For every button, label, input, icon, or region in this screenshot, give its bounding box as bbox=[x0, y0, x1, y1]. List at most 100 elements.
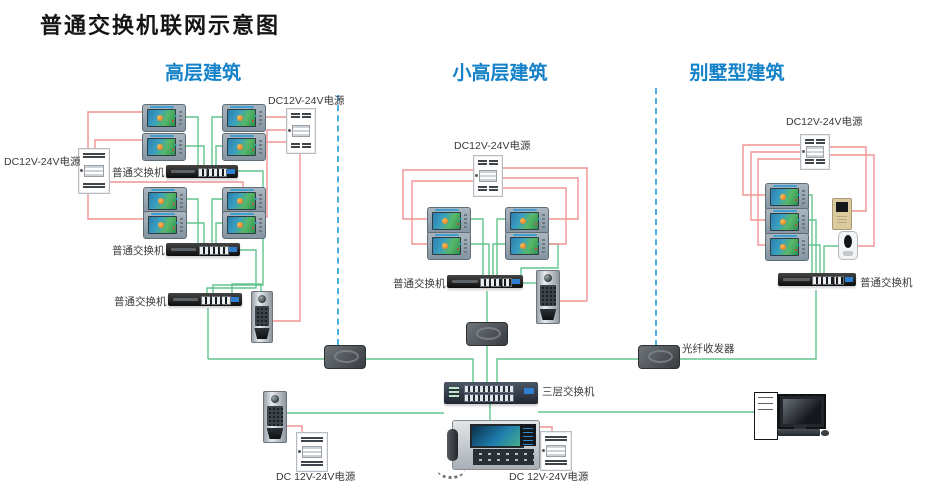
power-supply bbox=[800, 134, 830, 170]
power-wire bbox=[271, 152, 301, 322]
indoor-monitor bbox=[222, 104, 266, 132]
psu-terminal bbox=[808, 139, 825, 145]
switch-faceplate bbox=[171, 170, 196, 173]
monitor-screen bbox=[147, 109, 176, 127]
door-keypad bbox=[540, 285, 556, 306]
ethernet-switch bbox=[168, 293, 242, 306]
indoor-monitor bbox=[143, 187, 187, 215]
keyboard bbox=[778, 429, 820, 436]
fiber-transceiver bbox=[638, 345, 680, 369]
power-supply bbox=[296, 432, 328, 472]
monitor-screen bbox=[510, 212, 539, 230]
network-wire bbox=[496, 218, 505, 276]
fiber-transceiver bbox=[466, 322, 508, 346]
camera-lens bbox=[544, 274, 552, 282]
brand-tag bbox=[229, 247, 237, 252]
ethernet-switch bbox=[778, 273, 856, 286]
station-keypad bbox=[473, 449, 534, 465]
indoor-monitor bbox=[427, 232, 471, 260]
monitor-buttons bbox=[180, 194, 183, 208]
switch-label: 普通交换机 bbox=[114, 296, 167, 308]
network-wire bbox=[208, 358, 474, 383]
indoor-monitor bbox=[765, 208, 809, 236]
power-wire bbox=[264, 129, 287, 218]
monitor-buttons bbox=[464, 214, 467, 228]
monitor-stand bbox=[794, 425, 806, 429]
door-station bbox=[251, 291, 273, 343]
monitor-buttons bbox=[180, 218, 183, 232]
ethernet-switch bbox=[166, 243, 240, 256]
monitor-screen bbox=[770, 238, 799, 256]
network-wire bbox=[215, 145, 222, 166]
mouse bbox=[821, 430, 829, 436]
network-wire bbox=[184, 145, 205, 166]
switch-label: 三层交换机 bbox=[542, 386, 595, 398]
monitor-buttons bbox=[179, 140, 182, 154]
power-wire bbox=[94, 139, 142, 148]
monitor-screen bbox=[770, 213, 799, 231]
monitor-buttons bbox=[259, 194, 262, 208]
section-separator-line bbox=[337, 95, 339, 345]
brand-tag bbox=[524, 388, 534, 394]
network-wire bbox=[469, 218, 484, 276]
switch-faceplate bbox=[171, 248, 197, 251]
psu-terminal bbox=[306, 437, 323, 443]
brand-tag bbox=[512, 279, 520, 284]
psu-terminal bbox=[550, 436, 567, 442]
psu-label: DC 12V-24V电源 bbox=[276, 471, 356, 483]
network-wire bbox=[215, 222, 222, 244]
network-wire bbox=[185, 222, 205, 244]
switch-ports bbox=[812, 276, 845, 285]
computer-monitor bbox=[778, 394, 826, 429]
psu-module bbox=[546, 445, 566, 457]
psu-label: DC12V-24V电源 bbox=[786, 116, 863, 128]
layer3-switch bbox=[444, 382, 538, 404]
power-wire bbox=[828, 146, 867, 212]
switch-label: 普通交换机 bbox=[860, 277, 913, 289]
camera-lens bbox=[271, 395, 279, 403]
brand-tag bbox=[231, 297, 239, 302]
monitor-screen bbox=[227, 216, 256, 234]
power-wire bbox=[501, 187, 567, 245]
power-supply bbox=[286, 108, 316, 154]
management-station bbox=[437, 420, 540, 479]
switch-ports bbox=[200, 296, 231, 305]
switch-ports bbox=[480, 278, 512, 287]
monitor-screen bbox=[432, 237, 461, 255]
switch-port-row bbox=[464, 394, 514, 402]
psu-label: DC 12V-24V电源 bbox=[509, 471, 589, 483]
monitor-buttons bbox=[259, 140, 262, 154]
psu-indicator bbox=[802, 150, 805, 153]
switch-faceplate bbox=[783, 278, 810, 281]
power-wire bbox=[285, 425, 303, 433]
indoor-monitor bbox=[765, 233, 809, 261]
door-speaker bbox=[266, 428, 284, 439]
monitor-buttons bbox=[802, 215, 805, 229]
transceiver-label: 光纤收发器 bbox=[682, 343, 735, 355]
page-title: 普通交换机联网示意图 bbox=[40, 13, 281, 38]
indoor-monitor bbox=[142, 133, 186, 161]
station-display bbox=[520, 424, 536, 446]
psu-terminal bbox=[550, 460, 567, 466]
door-keypad bbox=[255, 306, 269, 326]
door-speaker bbox=[539, 308, 557, 320]
indoor-monitor bbox=[143, 211, 187, 239]
power-wire bbox=[87, 192, 143, 220]
psu-module bbox=[292, 125, 310, 137]
brand-tag bbox=[845, 277, 853, 282]
monitor-buttons bbox=[802, 190, 805, 204]
network-wire bbox=[492, 243, 505, 276]
indoor-monitor bbox=[505, 207, 549, 235]
indoor-monitor bbox=[222, 211, 266, 239]
psu-terminal bbox=[808, 159, 825, 165]
villa-unit-screen bbox=[836, 202, 848, 212]
psu-label: DC12V-24V电源 bbox=[268, 95, 345, 107]
monitor-screen bbox=[227, 138, 256, 156]
power-wire bbox=[402, 169, 473, 220]
power-wire bbox=[757, 158, 800, 246]
section-header-highrise: 高层建筑 bbox=[164, 63, 241, 84]
psu-module bbox=[302, 446, 322, 458]
switch-label: 普通交换机 bbox=[393, 278, 446, 290]
door-speaker bbox=[254, 328, 270, 339]
monitor-screen bbox=[227, 109, 256, 127]
